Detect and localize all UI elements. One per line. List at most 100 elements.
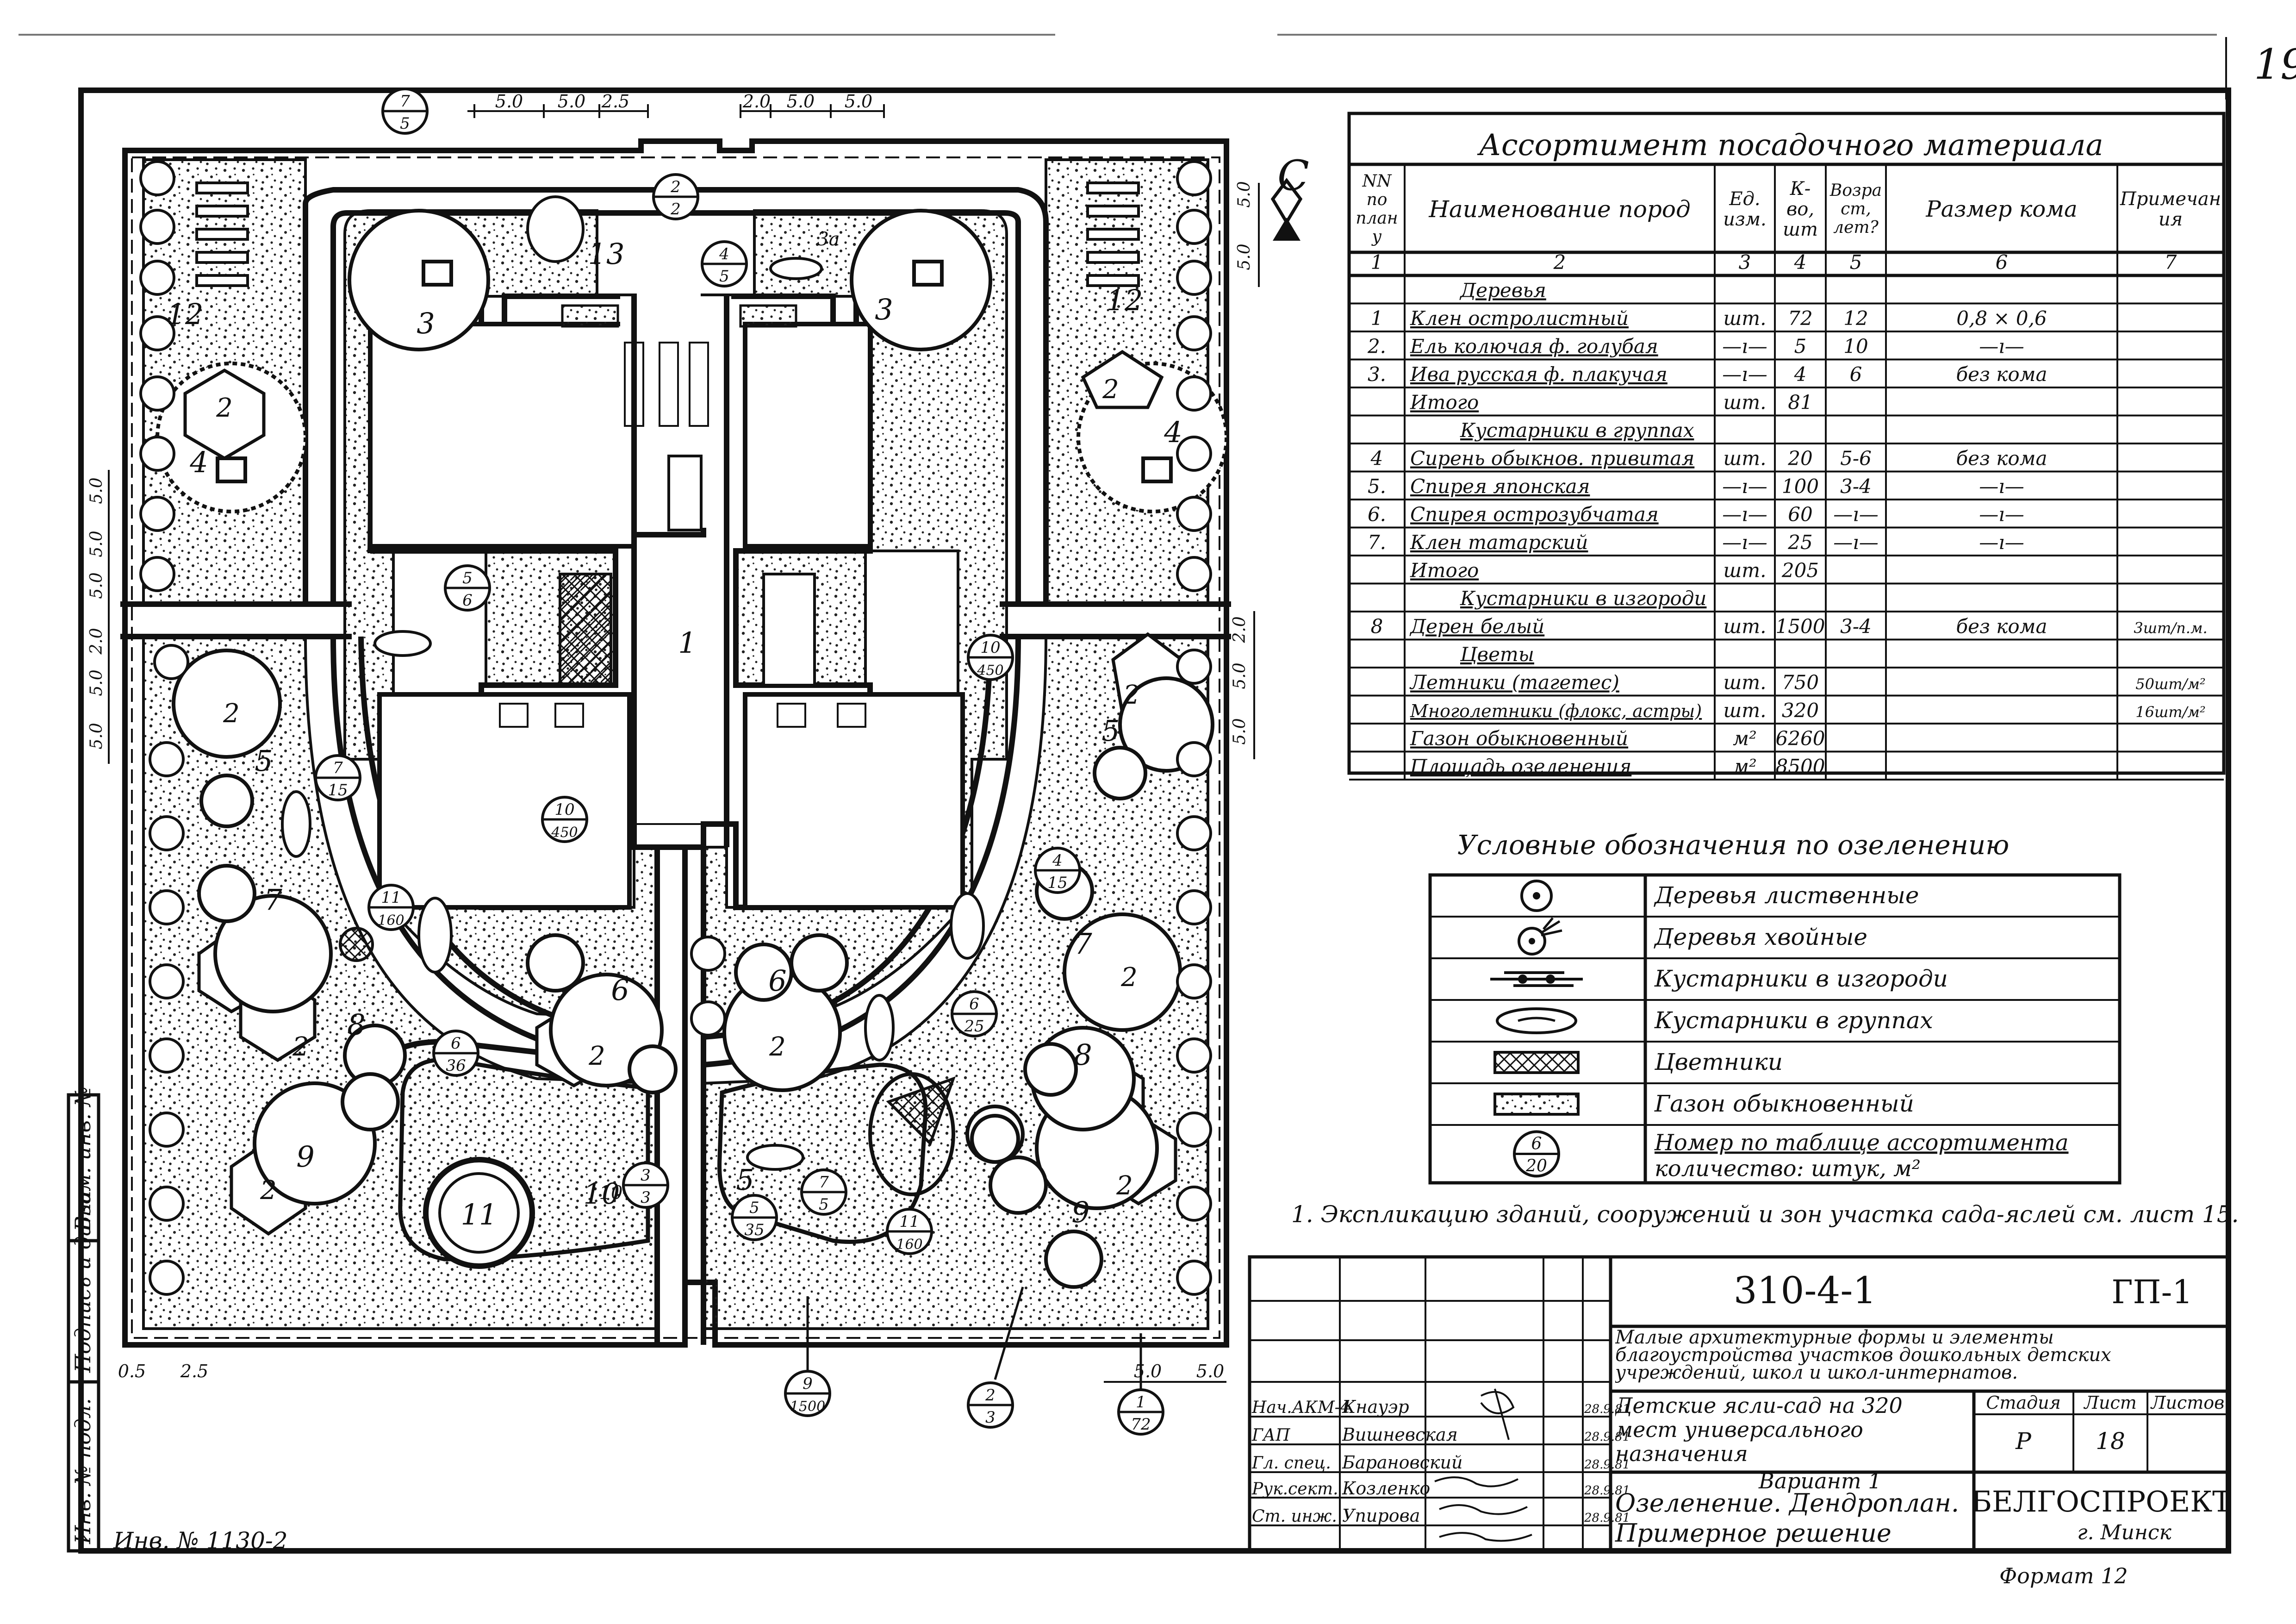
north-label: С: [1277, 151, 1309, 200]
callout-quantity: 36: [446, 1056, 466, 1075]
legend-label: Деревья лиственные: [1654, 882, 1919, 909]
signature-date: 28.9.81: [1584, 1458, 1630, 1472]
signature-date: 28.9.81: [1584, 1402, 1630, 1416]
callout-quantity: 5: [819, 1195, 829, 1214]
table-cell: 16шт/м²: [2135, 703, 2206, 721]
table-cell: 10: [1843, 335, 1868, 358]
zone-label: 2: [223, 699, 240, 729]
callout-marker: 33: [622, 1162, 669, 1209]
margin-label-sign: Подпись и дата: [70, 1190, 95, 1373]
table-cell: Клен татарский: [1410, 531, 1588, 554]
zone-label-3a: 3а: [817, 229, 840, 250]
table-title: Ассортимент посадочного материала: [1477, 128, 2103, 162]
callout-number: 10: [554, 800, 574, 819]
callout-number: 4: [719, 245, 729, 263]
table-cell: 4: [1370, 447, 1383, 470]
signature-role: Нач.АКМ-4: [1251, 1398, 1351, 1417]
tb-project: Детские ясли-сад на 320 мест универсальн…: [1615, 1393, 1903, 1466]
dim-label: 5.0: [1230, 718, 1249, 744]
callout-quantity: 25: [964, 1017, 984, 1036]
table-column-number: 5: [1850, 251, 1862, 274]
legend-symbol-flowerbed: [1493, 1051, 1580, 1074]
tb-drawing-title-1: Озеленение. Дендроплан.: [1615, 1488, 1959, 1518]
callout-quantity: 35: [744, 1221, 764, 1239]
margin-label-inv: Инв. № подл.: [70, 1398, 95, 1544]
callout-number: 6: [969, 995, 979, 1013]
callout-number: 10: [980, 638, 1000, 657]
table-cell: —ı—: [1722, 475, 1767, 498]
table-column-number: 4: [1794, 251, 1807, 274]
callout-quantity: 5: [719, 267, 729, 286]
north-arrow: С: [1270, 151, 1309, 241]
table-cell: 7.: [1368, 531, 1386, 554]
legend-callout-quantity: 20: [1525, 1157, 1547, 1176]
zone-label: 5: [255, 744, 273, 778]
dim-label: 2.0: [87, 628, 106, 655]
zone-label: 3: [875, 293, 893, 326]
table-cell: 0,8 × 0,6: [1956, 307, 2047, 330]
callout-number: 3: [641, 1166, 651, 1185]
signature-role: ГАП: [1251, 1426, 1290, 1445]
callout-marker: 75: [381, 87, 429, 135]
callout-marker: 625: [951, 990, 998, 1037]
zone-label: 9: [296, 1140, 314, 1174]
table-cell: 6.: [1368, 503, 1386, 526]
table-cell: 3.: [1368, 363, 1386, 386]
table-cell: 1500: [1776, 615, 1825, 638]
legend-label-secondary: количество: штук, м²: [1655, 1156, 1921, 1182]
callout-marker: 45: [701, 240, 748, 287]
table-cell: —ı—: [1722, 531, 1767, 554]
zone-label: 2: [292, 1032, 309, 1062]
table-cell: 8500: [1776, 755, 1825, 778]
signature-date: 28.9.81: [1584, 1430, 1630, 1444]
dim-label: 5.0: [1134, 1361, 1162, 1381]
table-cell: Итого: [1410, 391, 1479, 414]
signature-date: 28.9.81: [1584, 1484, 1630, 1498]
table-cell: —ı—: [1833, 531, 1878, 554]
table-cell: шт.: [1724, 615, 1767, 638]
flower-beds: [339, 573, 956, 1196]
callout-marker: 23: [967, 1381, 1014, 1429]
table-cell: шт.: [1724, 447, 1767, 470]
table-column-number: 2: [1553, 251, 1566, 274]
dim-label: 2.0: [742, 91, 771, 112]
table-cell: 6: [1850, 363, 1862, 386]
callout-group: 7522455610450104507154151116062563633755…: [314, 87, 1164, 1436]
table-cell: 5: [1794, 335, 1807, 358]
table-cell: м²: [1733, 755, 1757, 778]
table-cell: Деревья: [1459, 279, 1546, 302]
callout-quantity: 5: [400, 114, 410, 133]
table-cell: 1: [1371, 307, 1383, 330]
dim-label: 2.5: [180, 1361, 208, 1381]
tb-org: БЕЛГОСПРОЕКТ: [1971, 1485, 2231, 1518]
table-cell: Кустарники в изгороди: [1460, 587, 1706, 610]
signature-role: Гл. спец.: [1251, 1454, 1331, 1473]
callout-number: 11: [381, 888, 401, 907]
table-cell: Газон обыкновенный: [1410, 727, 1628, 750]
zone-labels: 1 2 2 2 2 2 2 2 2 2 2 3 3 4 4 5 5 5 6 6 …: [167, 229, 1182, 1231]
tb-series: Малые архитектурные формы и элементы бла…: [1615, 1329, 2111, 1383]
callout-marker: 415: [1034, 847, 1081, 894]
trees-shrubs: [172, 649, 1214, 1289]
legend-symbol-group: [1496, 1007, 1577, 1034]
callout-number: 11: [899, 1212, 919, 1231]
tb-sheet-code: ГП-1: [2111, 1273, 2193, 1311]
table-cell: 60: [1788, 503, 1812, 526]
signature-marks: [1434, 1388, 1532, 1542]
callout-marker: 636: [432, 1030, 479, 1077]
callout-marker: 75: [800, 1168, 847, 1216]
tb-sheet: 18: [2096, 1428, 2125, 1455]
table-cell: 750: [1782, 671, 1819, 694]
table-cell: 3-4: [1840, 475, 1872, 498]
legend-label: Газон обыкновенный: [1654, 1090, 1914, 1117]
table-header-cell: Наименование пород: [1429, 196, 1691, 223]
zone-label-building: 1: [678, 626, 696, 660]
zone-label: 8: [347, 1008, 365, 1042]
callout-quantity: 160: [896, 1237, 922, 1253]
zone-label: 4: [189, 445, 208, 479]
legend-label: Деревья хвойные: [1654, 924, 1867, 950]
legend-symbol-callout: 620: [1513, 1130, 1560, 1178]
legend-title: Условные обозначения по озеленению: [1457, 829, 2010, 861]
callout-quantity: 15: [1047, 874, 1067, 892]
drawing-frame: [78, 87, 2231, 1554]
